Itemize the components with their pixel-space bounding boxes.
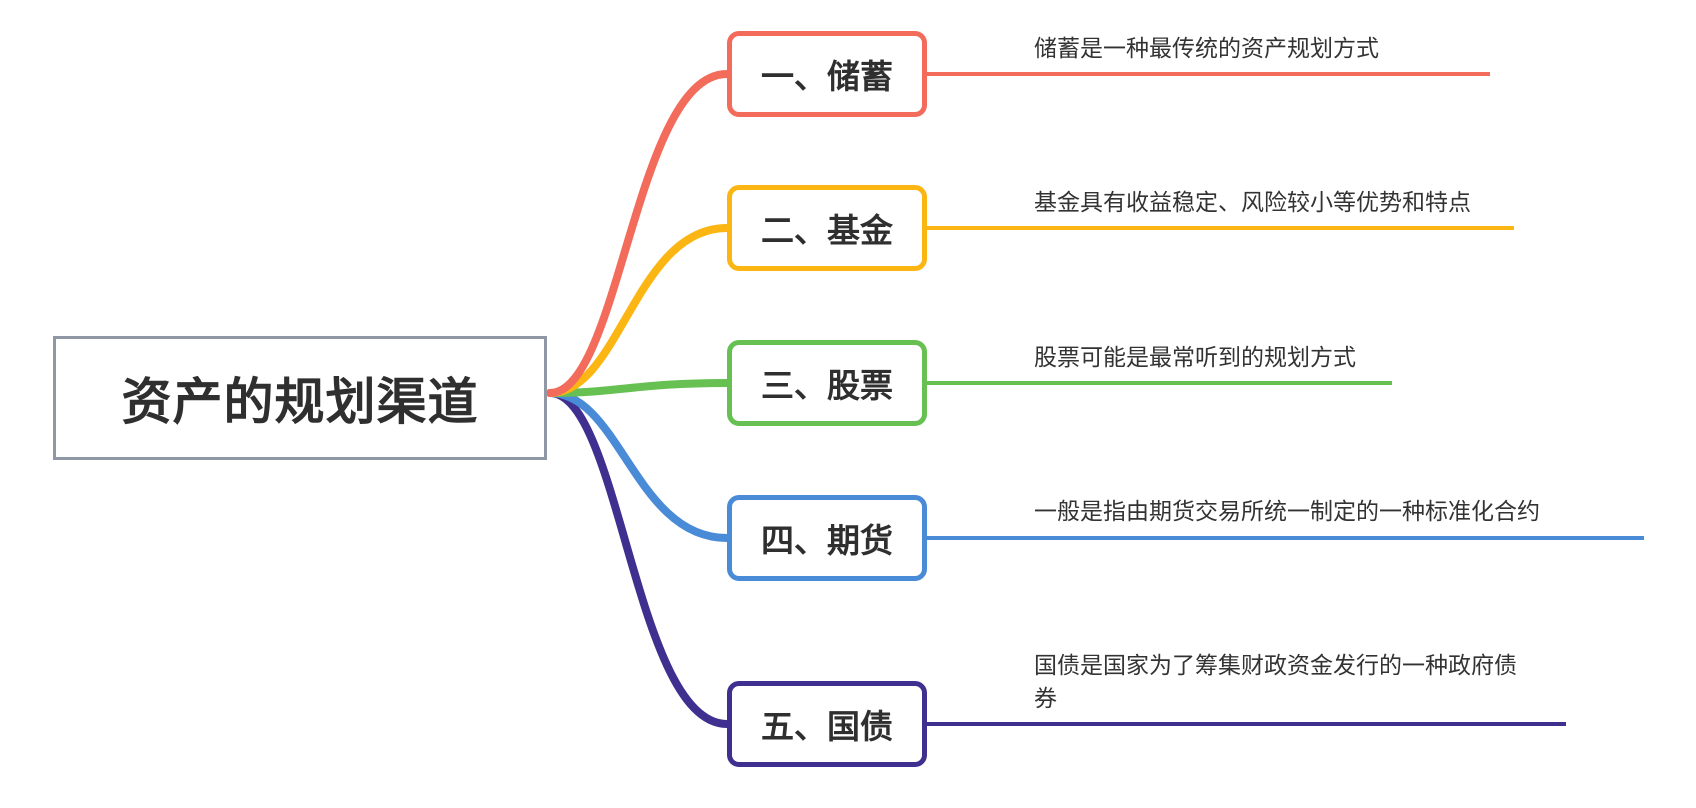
branch-node-futures: 四、期货 [727,495,927,581]
description-line: 一般是指由期货交易所统一制定的一种标准化合约 [1034,499,1540,525]
root-title: 资产的规划渠道 [121,373,479,431]
description-line: 国债是国家为了筹集财政资金发行的一种政府债 [1034,653,1517,679]
description-line: 股票可能是最常听到的规划方式 [1034,345,1356,371]
branch-node-savings: 一、储蓄 [727,31,927,117]
branch-description-treasury-bonds: 国债是国家为了筹集财政资金发行的一种政府债 券 [1034,650,1554,716]
branch-description-futures: 一般是指由期货交易所统一制定的一种标准化合约 [1034,496,1554,529]
branch-description-savings: 储蓄是一种最传统的资产规划方式 [1034,33,1554,66]
description-line: 储蓄是一种最传统的资产规划方式 [1034,36,1379,62]
connector-savings [546,70,731,397]
branch-description-funds: 基金具有收益稳定、风险较小等优势和特点 [1034,187,1554,220]
connector-stocks [546,379,731,397]
branch-node-stocks: 三、股票 [727,340,927,426]
description-line: 券 [1034,686,1057,712]
branch-label: 五、国债 [761,707,893,746]
branch-node-funds: 二、基金 [727,185,927,271]
connector-treasury-bonds [546,389,731,728]
branch-label: 三、股票 [761,366,893,405]
branch-label: 一、储蓄 [761,57,893,96]
branch-description-stocks: 股票可能是最常听到的规划方式 [1034,342,1554,375]
branch-label: 二、基金 [761,211,893,250]
connector-futures [546,389,731,542]
connector-funds [546,224,731,397]
root-node: 资产的规划渠道 [53,336,547,460]
branch-node-treasury-bonds: 五、国债 [727,681,927,767]
description-line: 基金具有收益稳定、风险较小等优势和特点 [1034,190,1471,216]
branch-label: 四、期货 [761,521,893,560]
